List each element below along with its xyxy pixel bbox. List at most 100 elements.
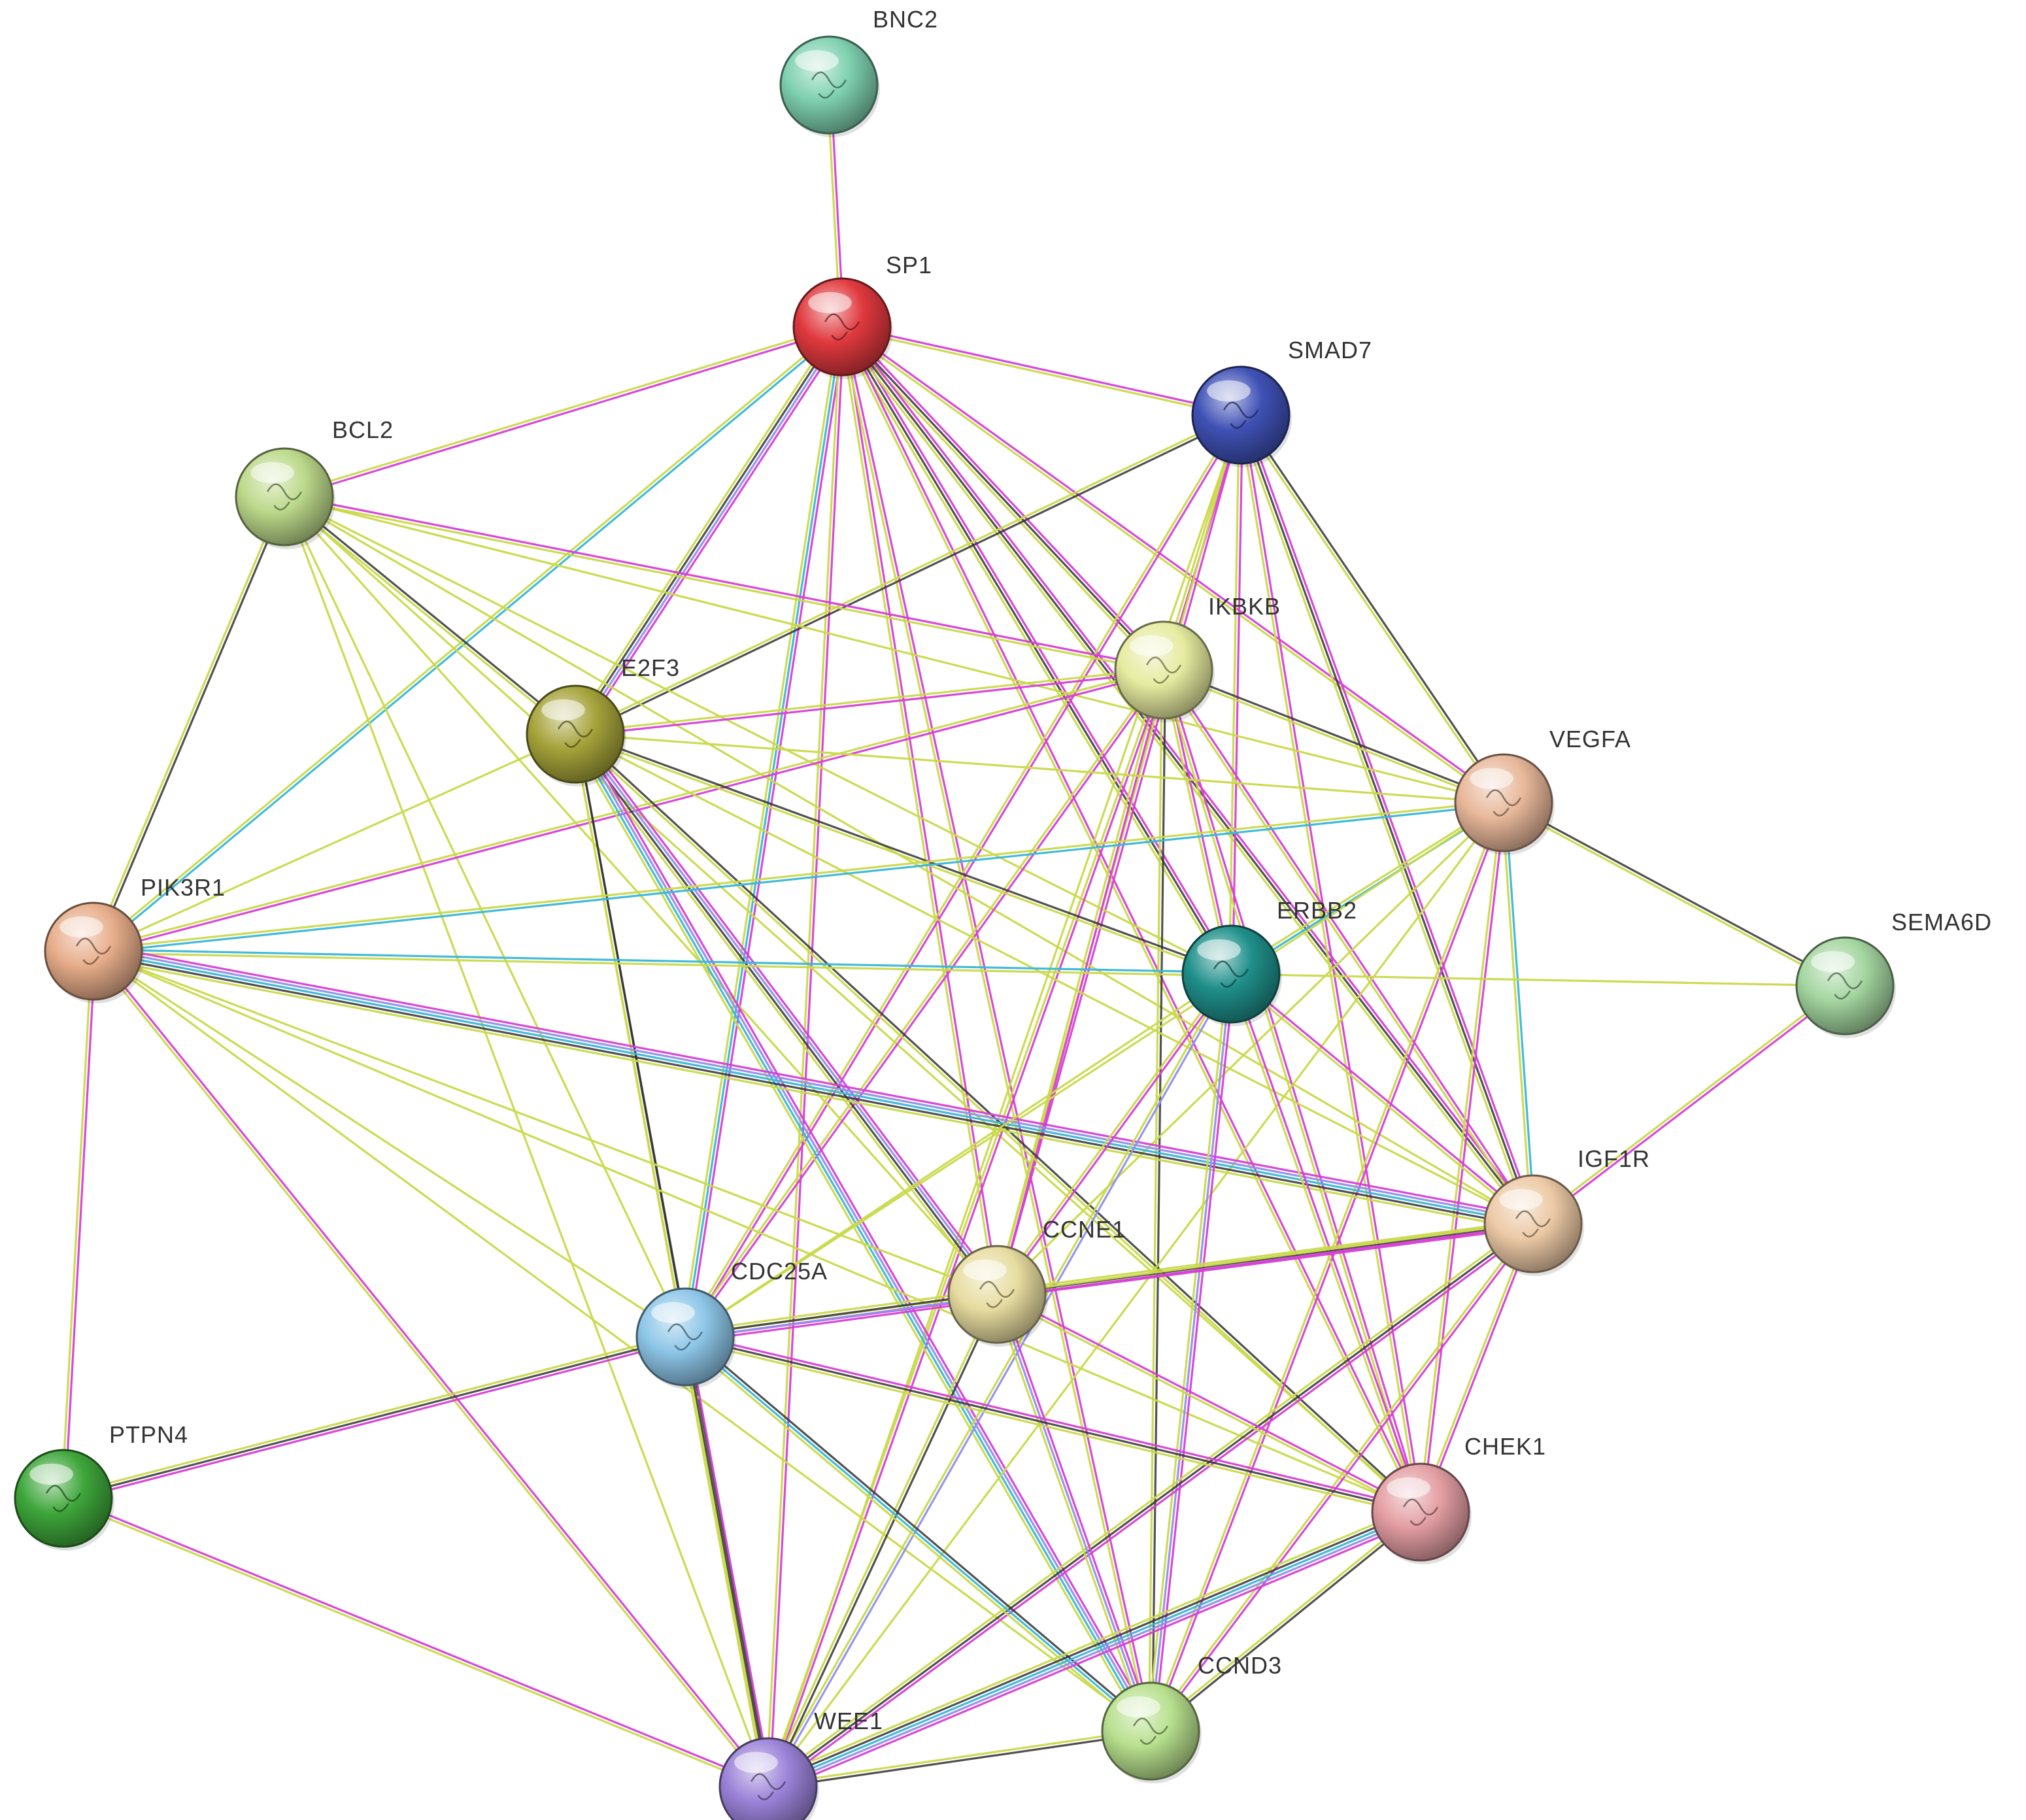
edge-line-magenta — [1421, 1223, 1536, 1514]
node-chek1[interactable]: CHEK1 — [1371, 1433, 1546, 1564]
node-sphere[interactable] — [1181, 924, 1281, 1024]
node-label: PTPN4 — [109, 1421, 188, 1448]
node-sphere[interactable] — [779, 35, 879, 135]
node-erbb2[interactable]: ERBB2 — [1181, 897, 1357, 1026]
node-smad7[interactable]: SMAD7 — [1191, 337, 1372, 467]
edge-sp1-ccne1 — [839, 326, 1000, 1296]
edge-erbb2-igf1r — [1228, 971, 1536, 1226]
edge-pik3r1-igf1r — [91, 943, 1536, 1232]
edge-line-blue — [996, 1293, 1152, 1732]
node-sphere[interactable] — [1114, 620, 1213, 720]
edge-line-black — [62, 1336, 686, 1500]
edge-line-yellow — [92, 950, 998, 1296]
edge-line-yellow — [839, 326, 1151, 1733]
edge-bcl2-erbb2 — [283, 496, 1232, 975]
edge-line-yellow — [684, 801, 1505, 1338]
edge-smad7-cdc25a — [683, 413, 1243, 1339]
node-sphere[interactable] — [1101, 1681, 1200, 1781]
edge-erbb2-wee1 — [766, 972, 1234, 1789]
protein-structure-icon — [1223, 401, 1258, 429]
node-ccnd3[interactable]: CCND3 — [1101, 1652, 1282, 1783]
edge-bcl2-igf1r — [283, 496, 1534, 1225]
node-label: SEMA6D — [1891, 909, 1992, 935]
node-e2f3[interactable]: E2F3 — [526, 654, 680, 786]
node-sphere[interactable] — [718, 1737, 818, 1820]
node-sphere[interactable] — [792, 277, 892, 377]
edge-ikbkb-e2f3 — [574, 667, 1165, 737]
node-wee1[interactable]: WEE1 — [718, 1708, 883, 1820]
node-sp1[interactable]: SP1 — [792, 252, 932, 379]
edge-line-yellow — [283, 496, 686, 1338]
node-sphere[interactable] — [1483, 1174, 1583, 1273]
node-sphere[interactable] — [1795, 936, 1895, 1036]
edge-line-magenta — [284, 327, 844, 500]
node-label: E2F3 — [621, 654, 680, 681]
edge-line-yellow — [1502, 803, 1846, 988]
edge-cdc25a-wee1 — [681, 1335, 773, 1789]
edge-line-yellow — [283, 496, 769, 1788]
edge-line-magenta — [1151, 802, 1506, 1733]
node-bcl2[interactable]: BCL2 — [235, 416, 394, 549]
edge-ikbkb-ccnd3 — [1147, 669, 1167, 1732]
node-sphere[interactable] — [1454, 753, 1553, 852]
edge-line-black — [1163, 667, 1506, 803]
edge-cdc25a-ptpn4 — [61, 1332, 687, 1503]
node-sphere[interactable] — [947, 1245, 1047, 1344]
node-sphere[interactable] — [14, 1449, 113, 1548]
edge-line-yellow — [1228, 414, 1241, 975]
node-sphere[interactable] — [526, 684, 625, 784]
node-ikbkb[interactable]: IKBKB — [1114, 593, 1281, 722]
edge-line-yellow — [840, 327, 1242, 418]
node-sphere[interactable] — [1371, 1462, 1470, 1562]
edge-line-yellow — [1418, 1222, 1533, 1513]
edge-line-blue — [575, 732, 1000, 1295]
edge-pik3r1-erbb2 — [92, 948, 1232, 977]
edge-vegfa-cdc25a — [684, 801, 1505, 1338]
edge-bcl2-ikbkb — [282, 494, 1166, 673]
node-highlight — [963, 1259, 1007, 1281]
node-label: IKBKB — [1208, 593, 1281, 620]
node-label: IGF1R — [1578, 1145, 1650, 1172]
edge-line-yellow — [92, 667, 1164, 951]
edge-line-yellow — [683, 1339, 1421, 1517]
edge-line-yellow — [1160, 669, 1231, 976]
node-vegfa[interactable]: VEGFA — [1454, 726, 1631, 855]
node-ccne1[interactable]: CCNE1 — [947, 1216, 1126, 1347]
edge-chek1-wee1 — [764, 1504, 1425, 1795]
edge-smad7-erbb2 — [1228, 414, 1244, 975]
node-highlight — [1470, 767, 1513, 790]
edge-pik3r1-wee1 — [91, 949, 771, 1789]
edge-igf1r-wee1 — [765, 1220, 1536, 1791]
node-ptpn4[interactable]: PTPN4 — [14, 1421, 188, 1551]
edge-line-yellow — [1148, 1221, 1533, 1731]
edge-line-yellow — [839, 326, 997, 1296]
node-igf1r[interactable]: IGF1R — [1483, 1145, 1650, 1276]
edge-line-yellow — [766, 972, 1231, 1787]
node-bnc2[interactable]: BNC2 — [779, 6, 938, 137]
edge-line-magenta — [1243, 413, 1538, 1224]
edge-line-yellow — [573, 734, 1232, 977]
node-sphere[interactable] — [235, 447, 334, 547]
edge-line-yellow — [283, 496, 1422, 1513]
edge-line-magenta — [574, 670, 1165, 737]
edge-line-magenta — [842, 326, 1000, 1296]
edge-line-yellow — [91, 324, 842, 951]
edge-ikbkb-vegfa — [1162, 667, 1506, 806]
protein-structure-icon — [46, 1485, 81, 1512]
edge-ikbkb-ccne1 — [994, 668, 1167, 1296]
node-sphere[interactable] — [1191, 365, 1291, 465]
edge-line-yellow — [994, 668, 1164, 1295]
node-sphere[interactable] — [635, 1287, 735, 1387]
node-label: BNC2 — [873, 6, 938, 33]
protein-structure-icon — [267, 483, 302, 511]
edge-line-yellow — [1230, 973, 1846, 987]
node-highlight — [59, 916, 103, 938]
edge-line-yellow — [996, 801, 1505, 1296]
node-sema6d[interactable]: SEMA6D — [1795, 909, 1992, 1038]
node-sphere[interactable] — [44, 902, 143, 1001]
node-cdc25a[interactable]: CDC25A — [635, 1258, 828, 1389]
edge-line-yellow — [60, 950, 93, 1500]
node-pik3r1[interactable]: PIK3R1 — [44, 874, 226, 1003]
edge-igf1r-chek1 — [1418, 1222, 1536, 1514]
edge-line-black — [767, 1222, 1534, 1788]
